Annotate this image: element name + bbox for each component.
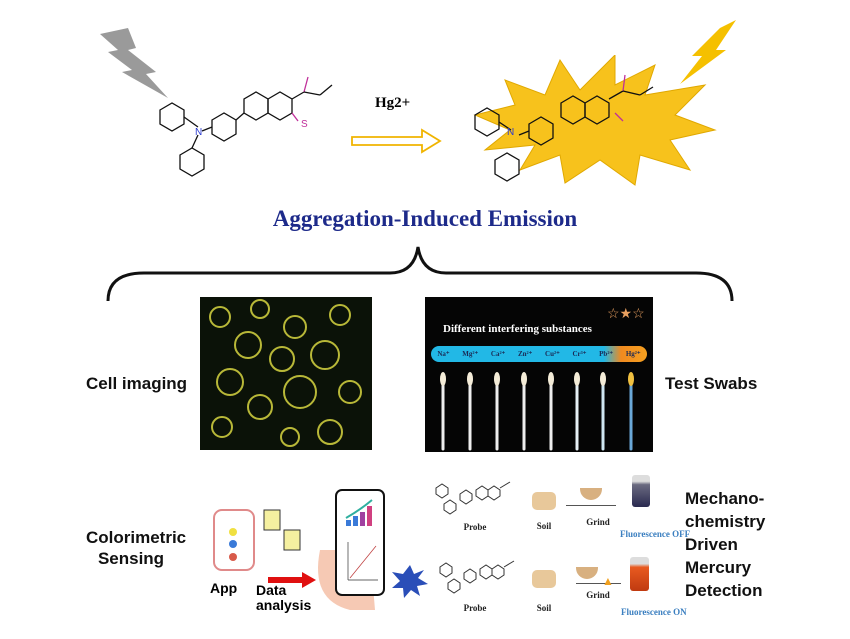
analysis-line: analysis bbox=[256, 597, 312, 613]
soil-label: Soil bbox=[536, 521, 552, 531]
page-title: Aggregation-Induced Emission bbox=[272, 206, 578, 231]
soil-label: Soil bbox=[536, 603, 552, 613]
soil-icon bbox=[532, 570, 556, 588]
sulfur-label: S bbox=[301, 119, 308, 130]
ion-label: Mg²⁺ bbox=[462, 350, 479, 358]
swabs bbox=[440, 372, 634, 451]
nitrogen-label: N bbox=[195, 127, 202, 138]
ion-label: Hg²⁺ bbox=[625, 350, 641, 358]
mechano-line: Detection bbox=[685, 581, 763, 600]
gray-lightning-icon bbox=[100, 28, 168, 98]
test-swabs-label: Test Swabs bbox=[665, 374, 758, 393]
flame-icon: ▲ bbox=[602, 574, 614, 588]
cell-imaging-label: Cell imaging bbox=[86, 374, 188, 393]
arrow-icon bbox=[576, 583, 621, 584]
colorimetric-line: Colorimetric bbox=[86, 528, 187, 547]
soil-icon bbox=[532, 492, 556, 510]
grind-label: Grind bbox=[586, 590, 610, 600]
app-illustration bbox=[213, 489, 428, 610]
aie-burst-molecule: N bbox=[473, 55, 717, 186]
reaction-arrow bbox=[351, 128, 442, 154]
sensing-line: Sensing bbox=[97, 549, 165, 568]
test-swabs-panel: Different interfering substances ☆★☆ Na⁺… bbox=[425, 297, 653, 452]
ion-label: Pb²⁺ bbox=[599, 350, 614, 358]
mechano-line: Mercury bbox=[685, 558, 752, 577]
nitrogen-label-right: N bbox=[507, 127, 514, 138]
fluorescence-on-label: Fluorescence ON bbox=[621, 607, 687, 617]
probe-structure-bottom bbox=[439, 560, 515, 594]
mechanochemistry-label: Mechano- chemistry Driven Mercury Detect… bbox=[685, 487, 765, 602]
colorimetric-sensing-label: Colorimetric Sensing bbox=[86, 527, 187, 569]
mechano-line: Mechano- bbox=[685, 489, 765, 508]
ion-label: Zn²⁺ bbox=[517, 350, 533, 358]
mechano-line: Driven bbox=[685, 535, 738, 554]
vial-on bbox=[630, 557, 649, 591]
ion-label: Cu²⁺ bbox=[545, 350, 560, 358]
probe-label: Probe bbox=[463, 603, 487, 613]
data-line: Data bbox=[256, 582, 287, 598]
arrow-icon bbox=[566, 505, 616, 506]
star-icon: ☆★☆ bbox=[607, 305, 645, 321]
curly-brace bbox=[106, 246, 734, 302]
app-label: App bbox=[210, 580, 238, 596]
data-analysis-label: Data analysis bbox=[256, 583, 311, 613]
vial-off bbox=[632, 475, 650, 507]
fluorescence-off-label: Fluorescence OFF bbox=[620, 529, 691, 539]
probe-molecule-left: N S bbox=[159, 76, 333, 177]
ion-label: Ca²⁺ bbox=[490, 350, 506, 358]
yellow-lightning-icon bbox=[680, 20, 736, 84]
reagent-label: Hg2+ bbox=[375, 95, 411, 111]
swab-panel-heading: Different interfering substances bbox=[443, 323, 592, 335]
probe-label: Probe bbox=[463, 522, 487, 532]
ion-label: Na⁺ bbox=[437, 350, 450, 358]
ion-bar: Na⁺ Mg²⁺ Ca²⁺ Zn²⁺ Cu²⁺ Cr³⁺ Pb²⁺ Hg²⁺ bbox=[431, 346, 647, 362]
grind-label: Grind bbox=[586, 517, 610, 527]
cell-imaging-micrograph bbox=[200, 297, 372, 450]
ion-label: Cr³⁺ bbox=[572, 350, 587, 358]
mechano-line: chemistry bbox=[685, 512, 766, 531]
mortar-icon bbox=[580, 488, 602, 500]
probe-structure-top bbox=[435, 481, 511, 515]
mortar-icon bbox=[576, 567, 598, 579]
